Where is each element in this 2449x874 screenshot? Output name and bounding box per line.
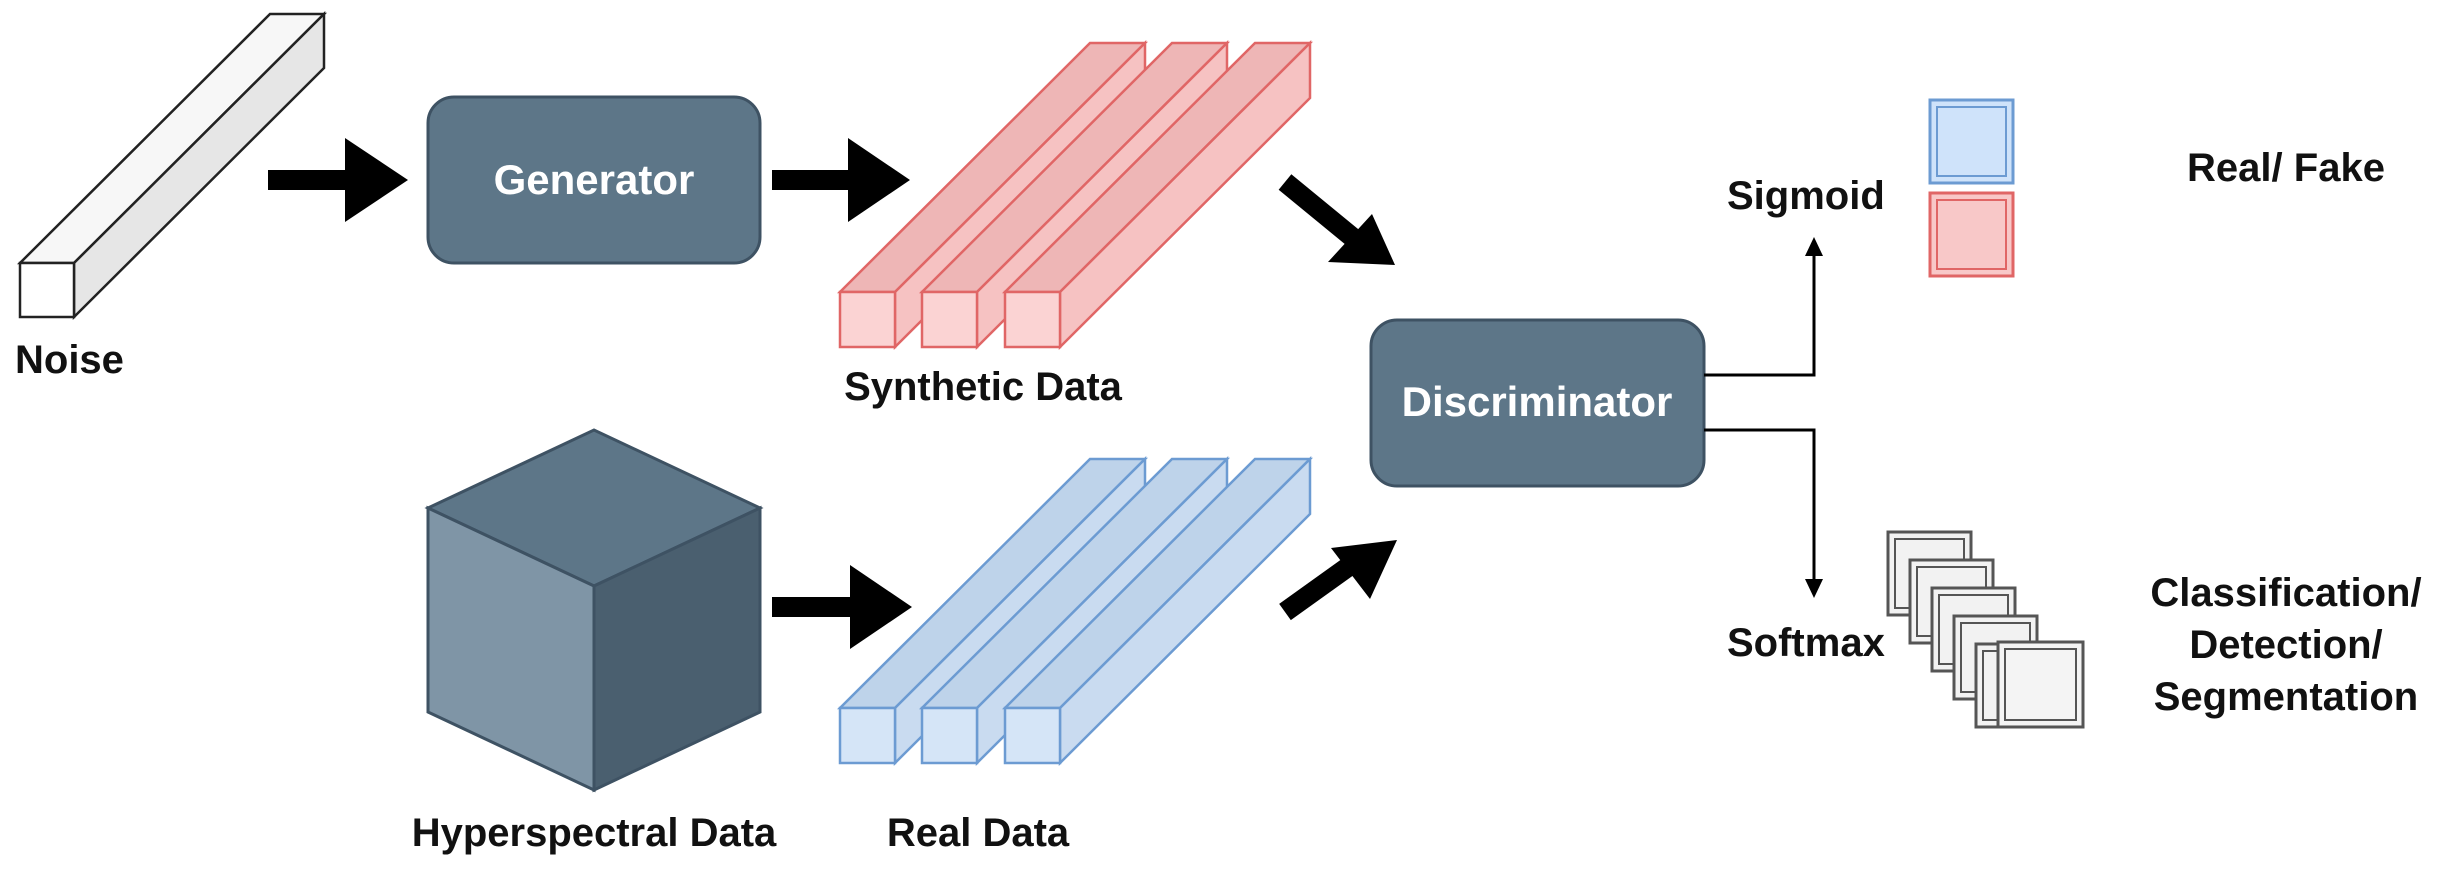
- classification-label: Classification/: [2150, 571, 2421, 615]
- softmax-output-arrow-icon: [1704, 428, 1823, 598]
- noise-label: Noise: [15, 338, 124, 382]
- sigmoid-output-arrow-icon: [1704, 237, 1823, 377]
- hyperspectral-data-label: Hyperspectral Data: [412, 811, 777, 855]
- arrow-real-to-discriminator-icon: [1279, 540, 1397, 621]
- real-data-label: Real Data: [887, 811, 1070, 855]
- synthetic-data-icon: [836, 39, 1314, 351]
- real-fake-label: Real/ Fake: [2187, 146, 2385, 190]
- generator-box: [426, 95, 762, 265]
- hyperspectral-cube-icon: [424, 428, 764, 793]
- arrow-generator-to-synthetic-icon: [772, 138, 910, 222]
- real-data-icon: [836, 455, 1314, 767]
- segmentation-label: Segmentation: [2154, 675, 2418, 719]
- stacked-map-icon: [1886, 530, 2085, 729]
- softmax-label: Softmax: [1727, 621, 1885, 665]
- synthetic-data-label: Synthetic Data: [844, 365, 1123, 409]
- arrow-synthetic-to-discriminator-icon: [1278, 174, 1395, 265]
- arrow-noise-to-generator-icon: [268, 138, 408, 222]
- sigmoid-label: Sigmoid: [1727, 174, 1885, 218]
- discriminator-box: [1369, 318, 1706, 488]
- noise-vector-icon: [16, 10, 328, 321]
- fake-class-square-icon: [1928, 191, 2015, 278]
- real-class-square-icon: [1928, 98, 2015, 185]
- arrow-hyperspectral-to-real-icon: [772, 565, 912, 649]
- discriminator-label: Discriminator: [1402, 378, 1673, 425]
- generator-label: Generator: [494, 156, 695, 203]
- detection-label: Detection/: [2189, 623, 2382, 667]
